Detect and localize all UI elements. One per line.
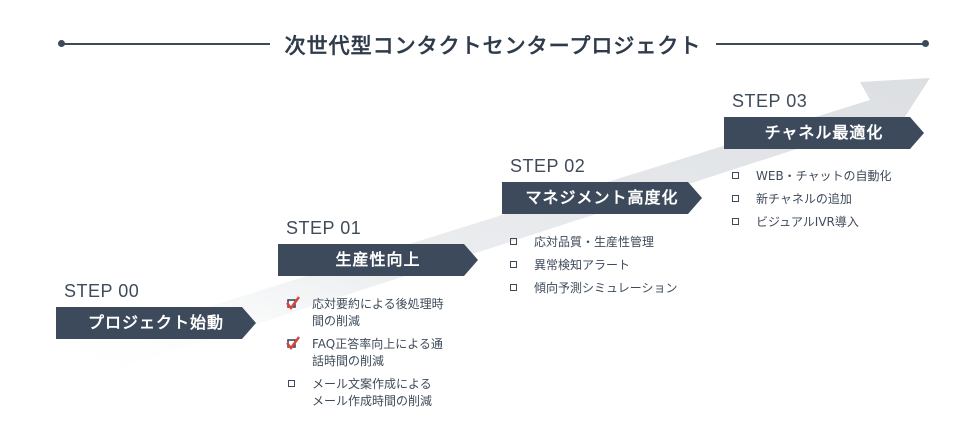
step-03-label: STEP 03 [732,91,808,111]
list-item-text: 新チャネルの追加 [756,192,852,206]
list-item-text-line1: メール文案作成による [312,377,432,391]
empty-box-icon [510,261,517,268]
page-title: 次世代型コンタクトセンタープロジェクト [284,34,702,58]
checked-box-icon [286,296,300,310]
step-02-banner: マネジメント高度化 [502,182,702,214]
list-item: 応対要約による後処理時 間の削減 [286,296,466,330]
list-item-text: 応対品質・生産性管理 [534,235,655,249]
list-item: 応対品質・生産性管理 [508,234,708,251]
step-03-banner: チャネル最適化 [724,117,924,149]
step-00-banner: プロジェクト始動 [56,307,256,339]
step-02-label: STEP 02 [510,156,586,176]
title-right-dot-icon [922,40,929,47]
step-01-banner: 生産性向上 [278,244,478,276]
list-item: FAQ正答率向上による通 話時間の削減 [286,336,466,370]
list-item: 新チャネルの追加 [730,191,930,208]
list-item: WEB・チャットの自動化 [730,168,930,185]
list-item-text-line2: メール作成時間の削減 [312,394,433,408]
step-01-list: 応対要約による後処理時 間の削減 FAQ正答率向上による通 話時間の削減 メール… [286,296,466,416]
list-item-text-line1: FAQ正答率向上による通 [312,337,443,351]
list-item: 異常検知アラート [508,257,708,274]
checked-box-icon [286,336,300,350]
list-item-text-line2: 話時間の削減 [312,354,385,368]
list-item-text-line1: 応対要約による後処理時 [312,297,444,311]
step-03-list: WEB・チャットの自動化 新チャネルの追加 ビジュアルIVR導入 [730,168,930,237]
list-item-text: 異常検知アラート [534,258,631,272]
empty-box-icon [732,195,739,202]
list-item: メール文案作成による メール作成時間の削減 [286,376,466,410]
empty-box-icon [732,218,739,225]
list-item-text: 傾向予測シミュレーション [534,281,678,295]
empty-box-icon [510,284,517,291]
empty-box-icon [288,380,295,387]
list-item: ビジュアルIVR導入 [730,214,930,231]
list-item-text: ビジュアルIVR導入 [756,215,859,229]
title-left-dot-icon [58,40,65,47]
empty-box-icon [510,238,517,245]
list-item-text: WEB・チャットの自動化 [756,169,892,183]
step-01-label: STEP 01 [286,218,362,238]
empty-box-icon [732,172,739,179]
step-00-label: STEP 00 [64,281,140,301]
title-left-rule [62,43,270,45]
title-right-rule [716,43,926,45]
list-item: 傾向予測シミュレーション [508,280,708,297]
list-item-text-line2: 間の削減 [312,314,361,328]
step-02-list: 応対品質・生産性管理 異常検知アラート 傾向予測シミュレーション [508,234,708,303]
